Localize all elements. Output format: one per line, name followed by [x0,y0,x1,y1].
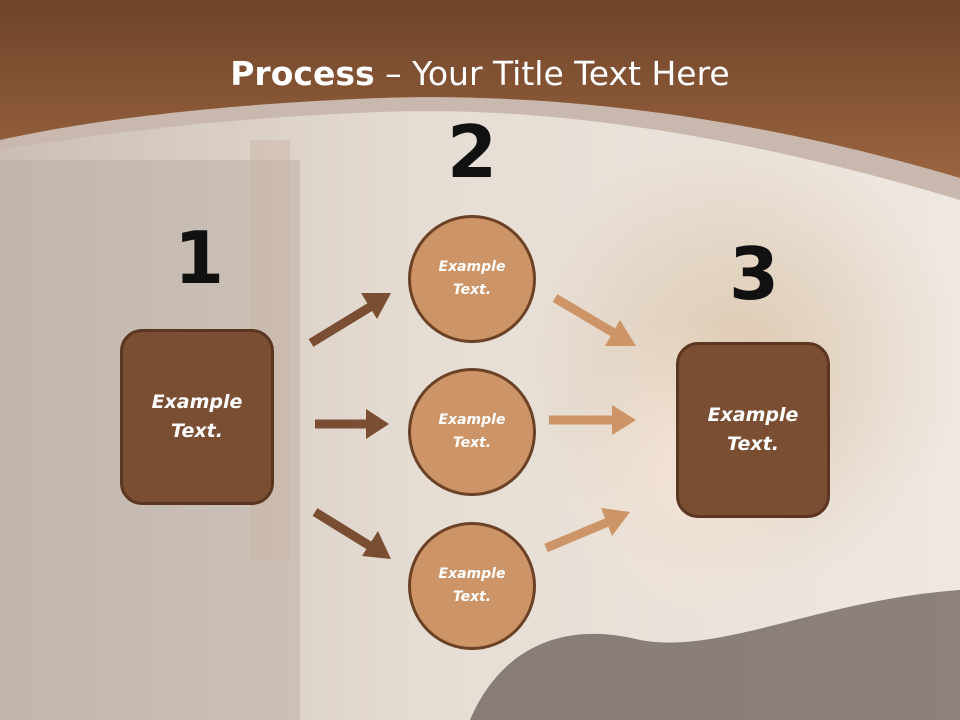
title-rest: – Your Title Text Here [374,54,730,93]
step-box-right: Example Text. [676,342,830,518]
slide-title: Process – Your Title Text Here [0,52,960,96]
step-number-2: 2 [446,110,498,194]
photo-dark-clothing [470,590,960,720]
step-circle-top-label: Example Text. [438,259,506,298]
step-box-right-label: Example Text. [707,404,799,455]
step-box-left: Example Text. [120,329,274,505]
arrow-top-to-right [552,294,636,346]
arrow-left-to-bottom [312,508,391,559]
arrow-bottom-to-right [544,508,630,553]
step-circle-middle-label: Example Text. [438,412,506,451]
step-box-left-label: Example Text. [151,391,243,442]
step-circle-middle: Example Text. [408,368,536,496]
arrow-left-to-top [308,293,391,347]
arrow-left-to-middle [315,409,389,439]
step-number-1: 1 [173,216,225,300]
step-circle-bottom-label: Example Text. [438,566,506,605]
step-number-3: 3 [728,232,780,316]
step-circle-bottom: Example Text. [408,522,536,650]
header-band [0,0,960,178]
step-circle-top: Example Text. [408,215,536,343]
arrow-middle-to-right [549,405,636,435]
title-bold: Process [230,54,375,93]
